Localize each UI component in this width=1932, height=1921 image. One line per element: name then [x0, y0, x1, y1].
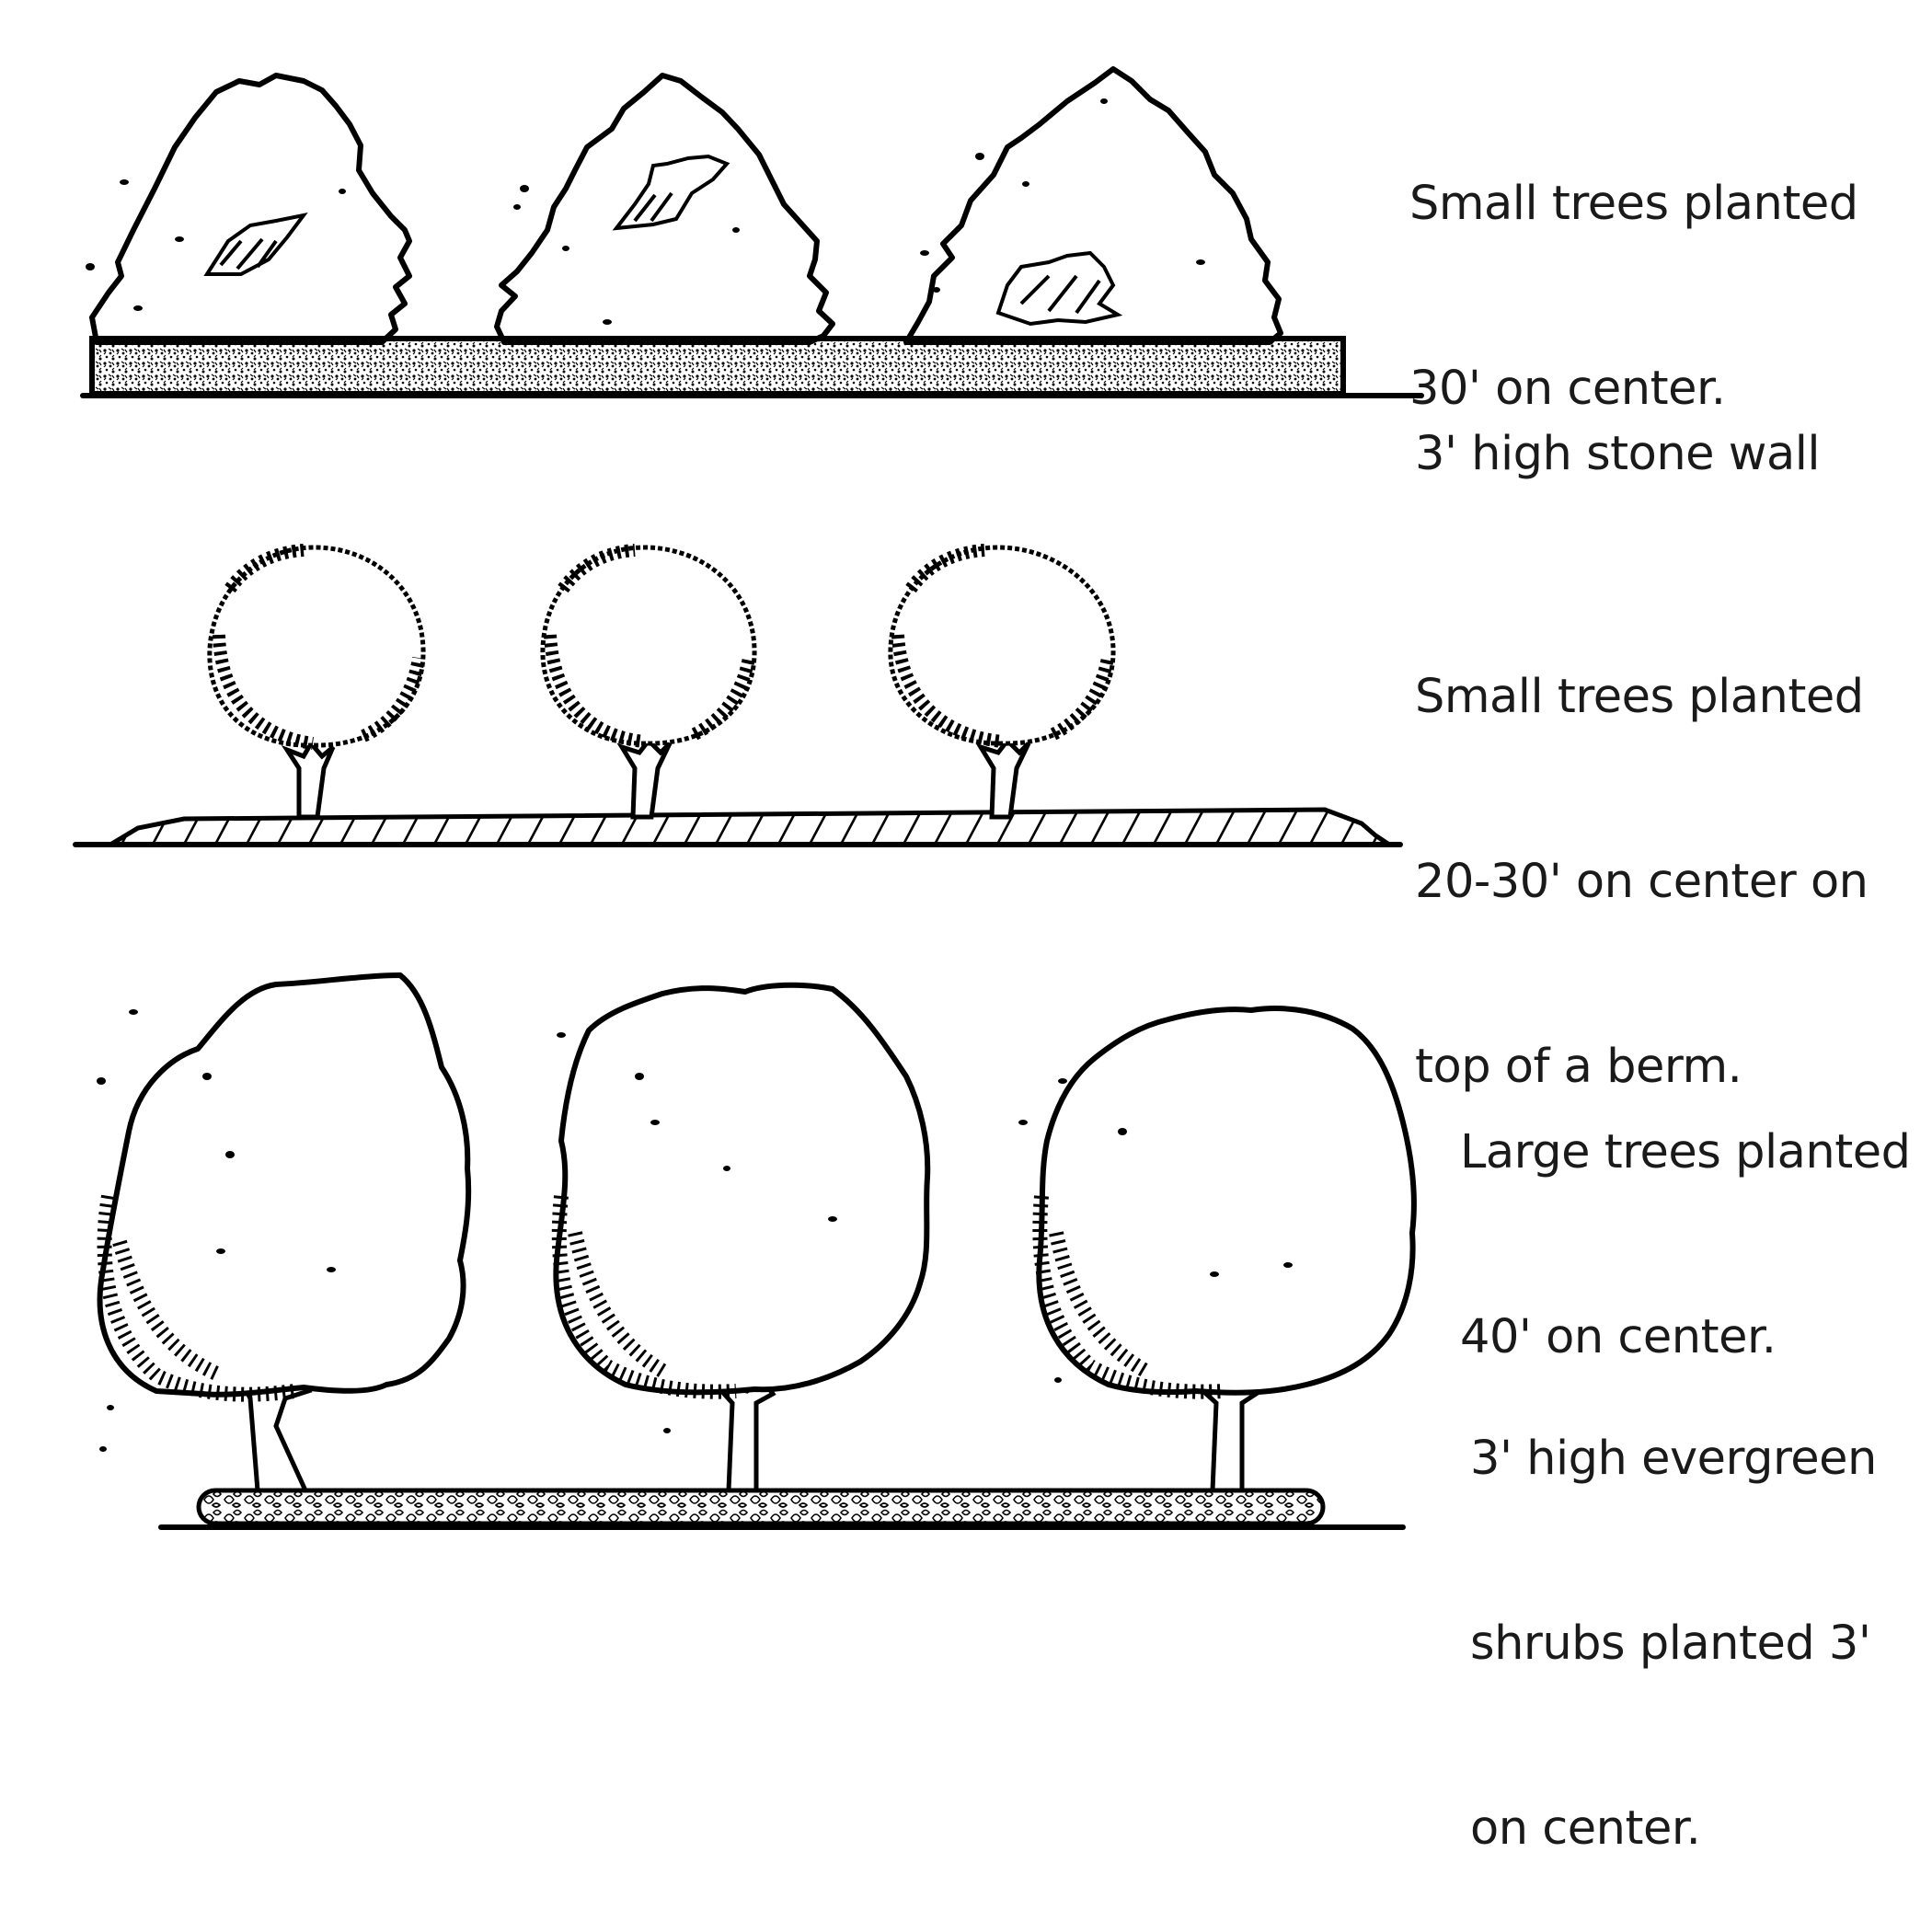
label-line: Small trees planted	[1415, 670, 1864, 724]
tree-crown-dark-patch-1	[203, 213, 308, 276]
label-line: 40' on center.	[1460, 1310, 1777, 1364]
label-small-trees-30ft: Small trees planted 30' on center.	[1409, 50, 1858, 481]
triangular-tree-crown-3	[903, 66, 1283, 345]
shrub-row	[97, 972, 1417, 1530]
triangular-tree-crown-1	[89, 73, 412, 345]
label-line: on center.	[1470, 1801, 1701, 1856]
loose-leaf-marks-row3	[97, 1009, 1293, 1452]
berm-row	[73, 544, 1403, 847]
label-line: 30' on center.	[1409, 362, 1726, 416]
stone-wall	[89, 336, 1346, 397]
triangular-tree-crown-2	[494, 73, 835, 345]
label-line: Small trees planted	[1409, 177, 1858, 231]
label-line: 20-30' on center on	[1415, 855, 1869, 909]
tree-crown-dark-patch-3	[995, 250, 1123, 327]
label-small-trees-berm: Small trees planted 20-30' on center on …	[1415, 543, 1869, 1159]
label-line: 3' high evergreen	[1470, 1432, 1877, 1486]
round-tree-1	[207, 544, 426, 820]
label-evergreen-shrubs: 3' high evergreen shrubs planted 3' on c…	[1470, 1305, 1877, 1921]
round-tree-2	[540, 544, 757, 820]
tree-crown-dark-patch-2	[612, 154, 730, 231]
stone-wall-row	[80, 66, 1424, 398]
large-tree-1	[97, 972, 472, 1493]
large-tree-2	[551, 982, 931, 1493]
label-stone-wall: 3' high stone wall	[1415, 300, 1821, 546]
label-line: 3' high stone wall	[1415, 427, 1821, 481]
landscape-buffer-diagram	[73, 66, 1424, 1530]
round-tree-3	[888, 544, 1116, 820]
evergreen-shrub-hedge	[196, 1488, 1326, 1526]
label-line: Large trees planted	[1460, 1125, 1911, 1179]
large-tree-3	[1032, 1006, 1417, 1493]
label-large-trees-40ft: Large trees planted 40' on center.	[1460, 998, 1911, 1430]
loose-leaf-marks-row1	[86, 98, 1205, 325]
label-line: top of a berm.	[1415, 1040, 1742, 1094]
label-line: shrubs planted 3'	[1470, 1616, 1871, 1671]
